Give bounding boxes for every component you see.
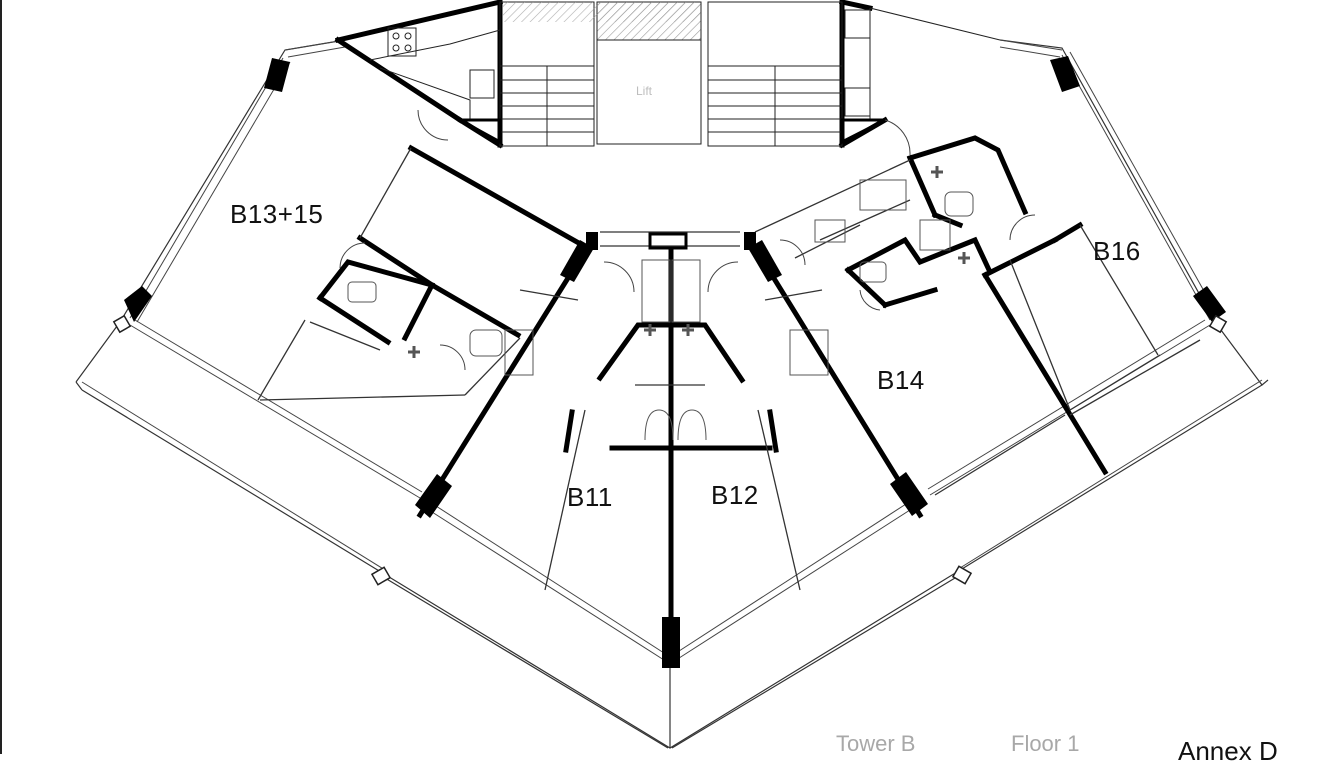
balcony-corner-posts xyxy=(112,314,1228,586)
structural-columns xyxy=(124,56,1226,668)
title-floor: Floor 1 xyxy=(1011,731,1080,756)
party-walls xyxy=(316,0,1109,623)
stair-left xyxy=(499,1,595,147)
interior-partitions xyxy=(257,147,1201,591)
lift-shaft xyxy=(503,1,702,145)
unit-label-b12: B12 xyxy=(711,480,759,510)
unit-label-b16: B16 xyxy=(1093,236,1141,266)
unit-label-b13-15: B13+15 xyxy=(230,199,324,229)
core-service-rooms xyxy=(369,7,1001,120)
stair-right xyxy=(707,1,843,147)
drawing-frame-border xyxy=(0,0,2,754)
lift-label: Lift xyxy=(636,84,653,98)
title-annex: Annex D xyxy=(1178,736,1278,766)
sanitary-fixtures xyxy=(347,179,974,441)
plumbing-markers xyxy=(408,166,970,358)
door-swings xyxy=(339,109,1036,371)
unit-label-b14: B14 xyxy=(877,365,925,395)
unit-label-b11: B11 xyxy=(567,482,613,512)
core-triangles xyxy=(459,118,886,250)
title-tower: Tower B xyxy=(836,731,916,756)
